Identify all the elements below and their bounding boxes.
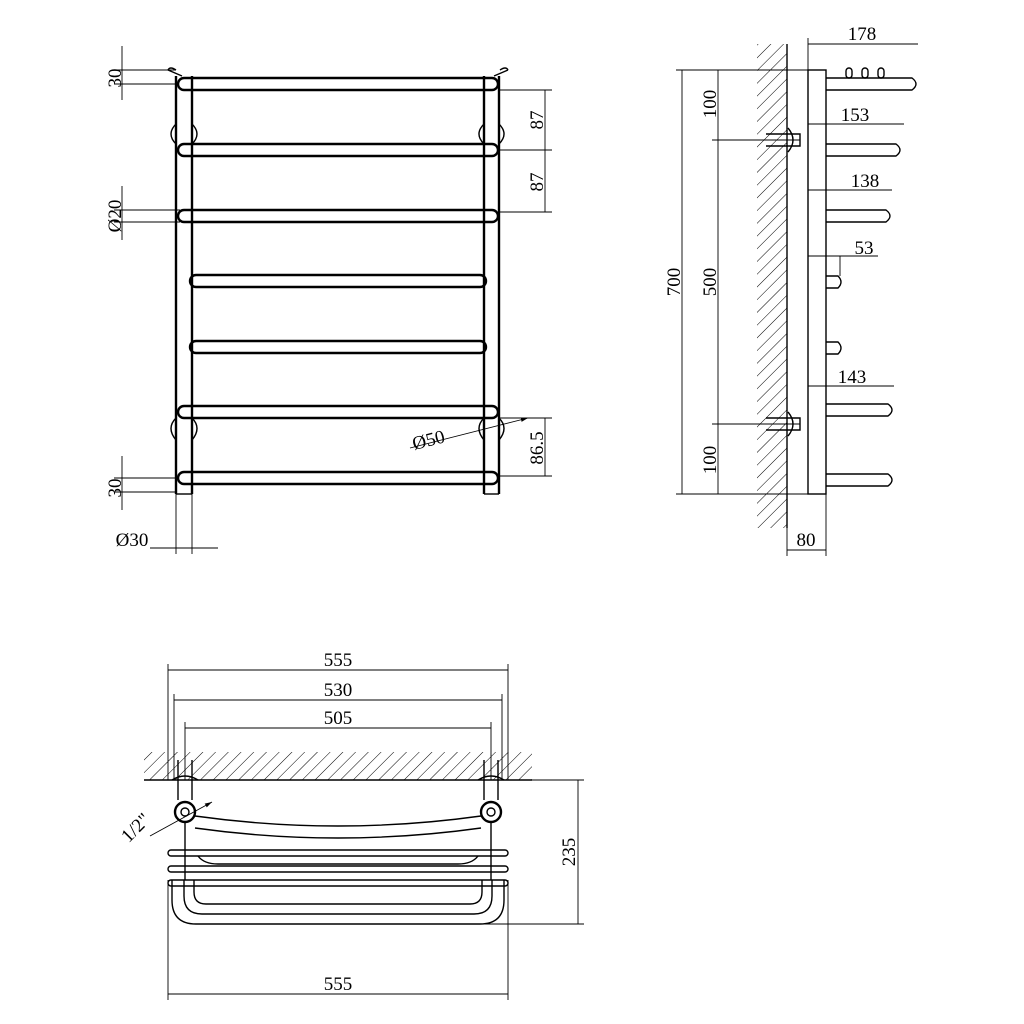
dim-rung-depth-2: 138 (808, 171, 892, 192)
dim-thread-label: 1/2" (117, 809, 155, 847)
flanges (170, 123, 505, 441)
left-post (174, 76, 194, 494)
dim-top-to-inlet-label: 100 (700, 90, 721, 119)
dim-pitch: 87 87 (499, 89, 552, 213)
dim-flange-diameter: Ø50 (409, 417, 529, 455)
dim-depth: 235 (470, 779, 584, 925)
dim-rung-diameter: Ø20 (105, 186, 180, 240)
dim-top-offset-label: 30 (105, 69, 126, 88)
rung-5 (188, 339, 488, 355)
side-rung-5 (826, 341, 842, 355)
dim-bottom-offset-label: 30 (105, 479, 126, 498)
dim-bottom-to-outlet-label: 100 (700, 446, 721, 475)
top-left-hook (167, 67, 183, 77)
dim-bottom-offset: 30 (105, 456, 176, 510)
flange-bottom-right (478, 417, 505, 441)
dim-bottom-pitch: 86.5 (499, 417, 552, 477)
dim-thread: 1/2" (117, 801, 213, 847)
dim-rung-depth-4: 143 (808, 367, 894, 388)
dim-bottom-pitch-label: 86.5 (527, 431, 548, 464)
top-wall-hatch (144, 752, 532, 780)
rung-4 (188, 273, 488, 289)
dim-height-total: 700 (664, 69, 808, 495)
side-rung-4 (826, 275, 842, 289)
dim-overall-width-top-label: 555 (324, 650, 353, 671)
rung-6 (176, 404, 500, 420)
top-right-hook (493, 67, 509, 77)
dim-connections: 100 500 100 (700, 70, 800, 494)
dim-rung-diameter-label: Ø20 (105, 200, 126, 233)
dim-top-offset: 30 (105, 46, 176, 100)
dim-rung-depth-4-label: 143 (838, 367, 867, 388)
dim-width-mid: 530 (173, 680, 503, 780)
side-rung-3 (826, 209, 891, 223)
side-rung-6 (826, 403, 893, 417)
dim-overall-width-top: 555 (167, 650, 509, 780)
rung-1 (176, 76, 500, 92)
dim-rung-depth-3-label: 53 (855, 238, 874, 259)
dim-center-distance-label: 500 (700, 268, 721, 297)
top-view: 555 530 505 1/2" 235 (117, 650, 584, 1000)
right-post (482, 76, 501, 494)
dim-wall-offset: 80 (786, 494, 827, 556)
dim-rung-depth-3: 53 (808, 238, 878, 276)
dim-post-diameter-label: Ø30 (116, 530, 149, 551)
side-rung-2 (826, 143, 901, 157)
top-caps (845, 67, 885, 79)
top-connection-left (173, 800, 197, 824)
dim-overall-width-bottom: 555 (167, 880, 509, 1000)
side-view: 178 153 138 53 143 80 (664, 24, 918, 556)
wall-hatch (757, 44, 787, 528)
rungs (176, 76, 500, 486)
dim-rung-depth-2-label: 138 (851, 171, 880, 192)
dim-depth-label: 235 (559, 838, 580, 867)
dim-rung-depth-1-label: 153 (841, 105, 870, 126)
dim-height-total-label: 700 (664, 268, 685, 297)
flange-bottom-left (170, 417, 198, 441)
dim-post-diameter: Ø30 (116, 494, 218, 554)
rung-3 (176, 208, 500, 224)
flange-top-left (170, 123, 198, 145)
dim-overall-width-bottom-label: 555 (324, 974, 353, 995)
dim-center-width: 505 (184, 708, 492, 780)
dim-overall-depth: 178 (807, 24, 918, 70)
dim-flange-diameter-label: Ø50 (410, 427, 447, 455)
side-rung-1 (826, 77, 917, 91)
dim-pitch-1-label: 87 (527, 111, 548, 130)
dim-width-mid-label: 530 (324, 680, 353, 701)
flange-top-right (478, 123, 505, 145)
dim-pitch-2-label: 87 (527, 173, 548, 192)
side-rungs (826, 77, 917, 487)
front-view: 30 87 87 Ø20 Ø50 86.5 (105, 46, 552, 554)
side-post (807, 69, 827, 495)
dim-rung-depth-1: 153 (808, 105, 904, 126)
dim-center-width-label: 505 (324, 708, 353, 729)
top-rungs (167, 815, 509, 925)
side-rung-7 (826, 473, 893, 487)
top-connection-right (479, 800, 503, 824)
rung-7 (176, 470, 500, 486)
dim-overall-depth-label: 178 (848, 24, 877, 45)
rung-2 (176, 142, 500, 158)
dim-wall-offset-label: 80 (797, 530, 816, 551)
